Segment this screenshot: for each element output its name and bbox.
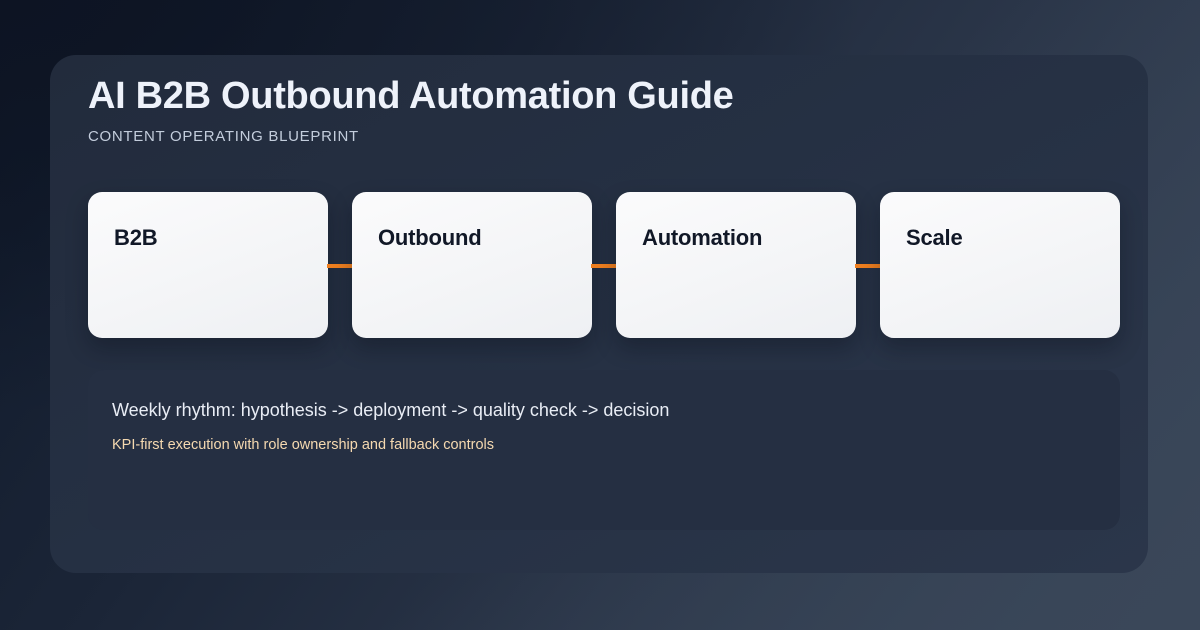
pipeline-card-row: B2B Outbound Automation Scale (88, 192, 1120, 338)
pipeline-card[interactable]: Automation (616, 192, 856, 338)
pipeline-connector-icon (591, 264, 617, 268)
pipeline-step-3: Automation (616, 192, 881, 338)
header: AI B2B Outbound Automation Guide CONTENT… (88, 73, 1088, 146)
pipeline-step-2: Outbound (352, 192, 617, 338)
note-primary-text: Weekly rhythm: hypothesis -> deployment … (112, 400, 670, 420)
note-panel: Weekly rhythm: hypothesis -> deployment … (88, 370, 1120, 530)
pipeline-card[interactable]: B2B (88, 192, 328, 338)
pipeline-card-label: B2B (114, 225, 158, 250)
page-title: AI B2B Outbound Automation Guide (88, 75, 734, 117)
pipeline-connector-icon (327, 264, 353, 268)
pipeline-card[interactable]: Outbound (352, 192, 592, 338)
pipeline-card[interactable]: Scale (880, 192, 1120, 338)
pipeline-connector-icon (855, 264, 881, 268)
pipeline-card-label: Automation (642, 225, 763, 250)
main-panel: AI B2B Outbound Automation Guide CONTENT… (50, 55, 1148, 573)
pipeline-card-label: Outbound (378, 225, 482, 250)
pipeline-step-1: B2B (88, 192, 353, 338)
pipeline-card-label: Scale (906, 225, 963, 250)
page-subtitle: CONTENT OPERATING BLUEPRINT (88, 128, 359, 145)
pipeline-step-4: Scale (880, 192, 1120, 338)
note-secondary-text: KPI-first execution with role ownership … (112, 437, 495, 453)
